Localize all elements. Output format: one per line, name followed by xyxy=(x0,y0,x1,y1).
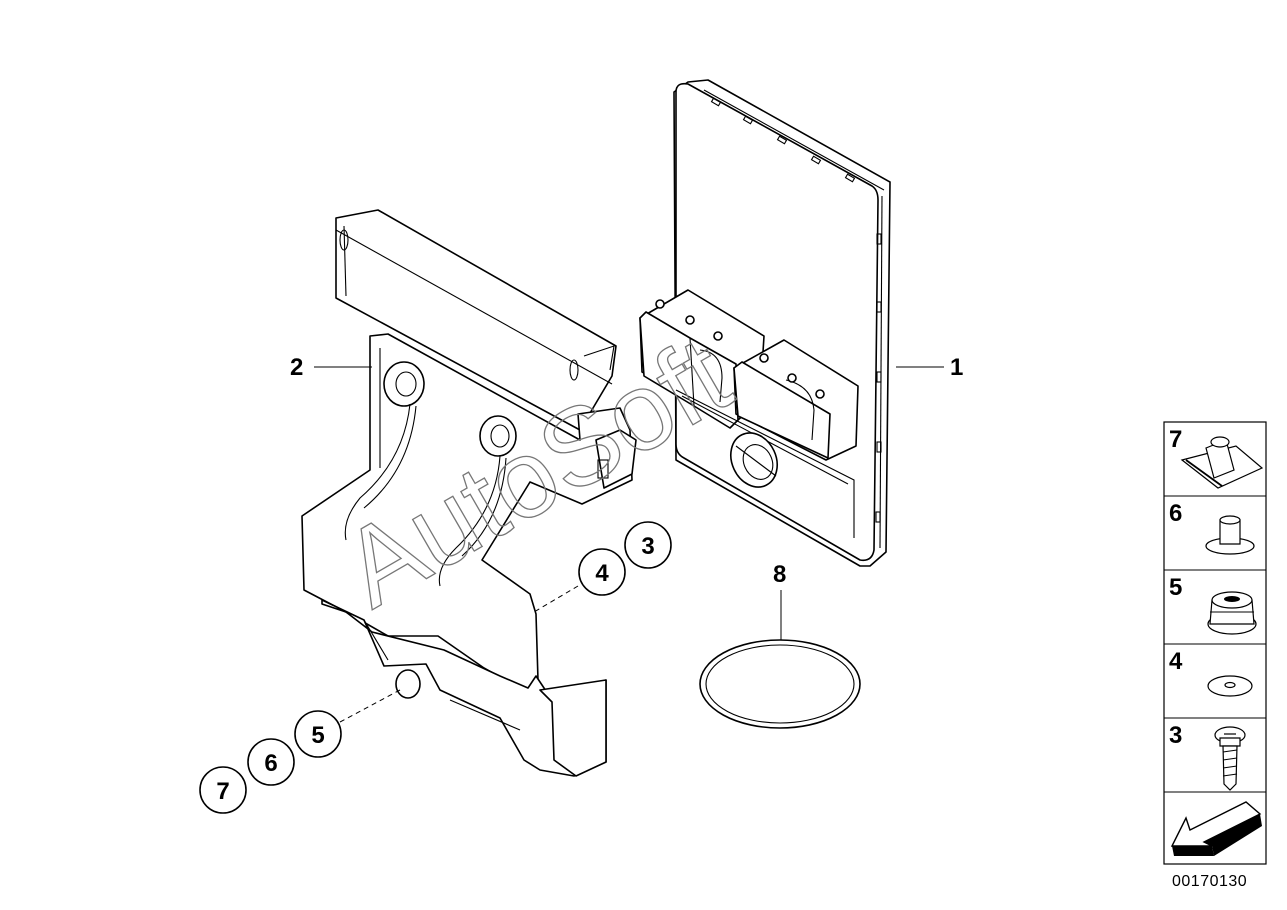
callout-1[interactable]: 1 xyxy=(950,354,963,381)
svg-text:1: 1 xyxy=(950,354,963,381)
legend-item-5[interactable]: 5 xyxy=(1169,574,1257,635)
rubber-grommet-icon xyxy=(1207,591,1257,635)
callout-6[interactable]: 6 xyxy=(247,738,295,786)
legend-item-6[interactable]: 6 xyxy=(1169,500,1255,555)
legend-item-4[interactable]: 4 xyxy=(1169,648,1253,697)
svg-text:4: 4 xyxy=(1169,648,1183,675)
callout-5[interactable]: 5 xyxy=(294,710,342,758)
svg-text:6: 6 xyxy=(264,750,277,777)
diagram-number: 00170130 xyxy=(1172,873,1247,890)
parts-legend: 7 6 5 xyxy=(1163,421,1267,865)
housing-slots xyxy=(710,97,882,523)
svg-text:3: 3 xyxy=(641,533,654,560)
washer-icon xyxy=(1207,675,1253,697)
svg-text:5: 5 xyxy=(1169,574,1182,601)
sealing-ring-part-8[interactable] xyxy=(699,639,861,729)
svg-text:7: 7 xyxy=(216,778,229,805)
leader-lines xyxy=(314,366,944,723)
svg-text:4: 4 xyxy=(595,560,609,587)
stud-sleeve-icon xyxy=(1205,515,1255,555)
callout-8[interactable]: 8 xyxy=(773,561,786,588)
svg-text:3: 3 xyxy=(1169,722,1182,749)
legend-item-3[interactable]: 3 xyxy=(1169,722,1246,791)
screw-icon xyxy=(1214,726,1246,791)
callout-3[interactable]: 3 xyxy=(624,521,672,569)
svg-text:5: 5 xyxy=(311,722,324,749)
svg-text:2: 2 xyxy=(290,354,303,381)
svg-text:7: 7 xyxy=(1169,426,1182,453)
legend-item-7[interactable]: 7 xyxy=(1169,426,1264,489)
callout-4[interactable]: 4 xyxy=(578,548,626,596)
svg-text:6: 6 xyxy=(1169,500,1182,527)
callout-7[interactable]: 7 xyxy=(199,766,247,814)
callout-2[interactable]: 2 xyxy=(290,354,303,381)
forward-arrow-icon[interactable] xyxy=(1170,801,1262,856)
bracket-part-2[interactable] xyxy=(301,209,637,777)
svg-text:8: 8 xyxy=(773,561,786,588)
control-unit-part-1[interactable] xyxy=(639,79,891,567)
clip-nut-icon xyxy=(1180,436,1264,489)
